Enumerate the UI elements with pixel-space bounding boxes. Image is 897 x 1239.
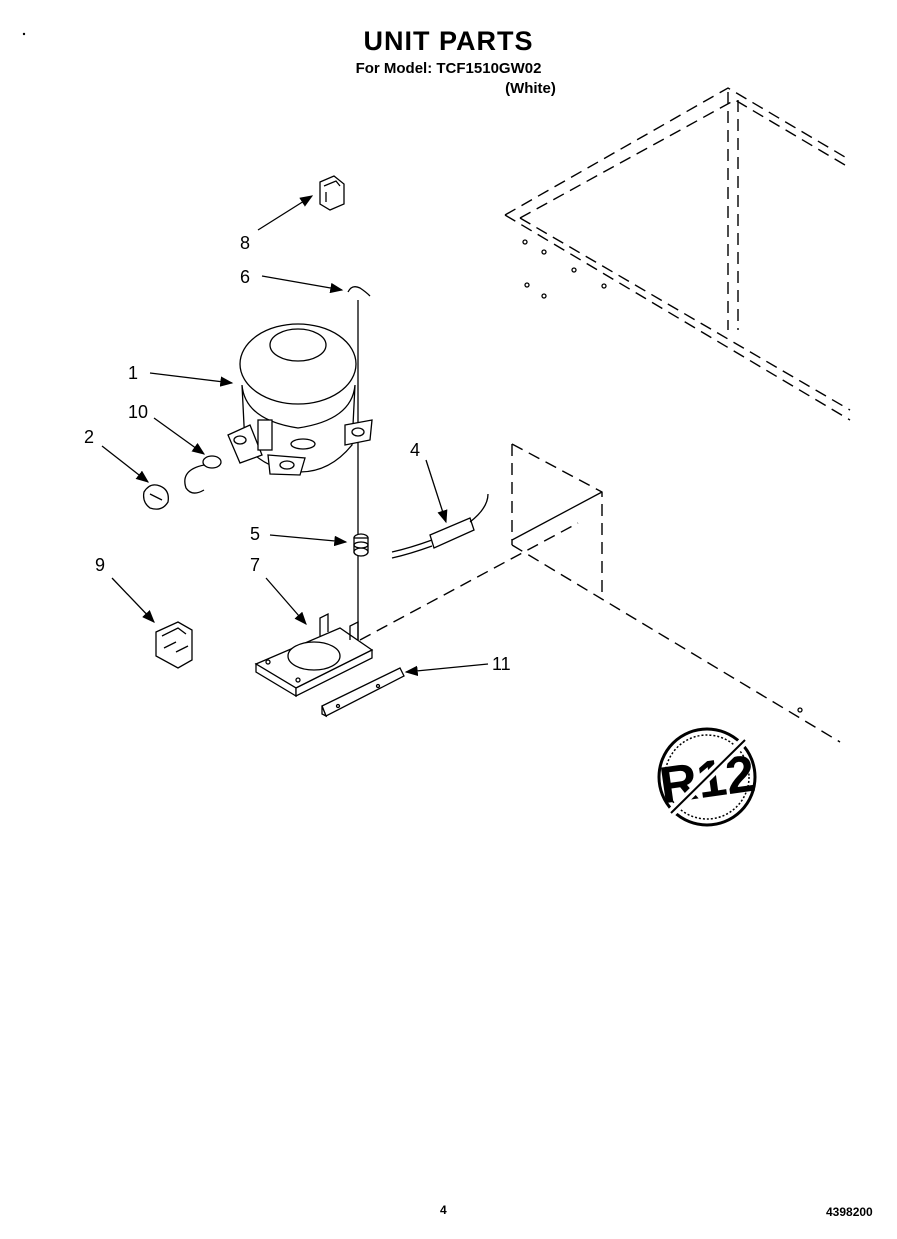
callout-9: 9 [95,555,105,575]
callout-4: 4 [410,440,420,460]
part-2-terminal-cover [142,484,169,510]
callout-8: 8 [240,233,250,253]
callout-11: 11 [492,654,511,674]
corner-dot [22,32,26,36]
callout-10: 10 [128,402,148,422]
callout-1: 1 [128,363,138,383]
document-number: 4398200 [826,1205,873,1219]
part-9-clip [155,621,193,669]
part-1-compressor [227,323,373,476]
part-11-bracket [321,667,405,718]
callout-6: 6 [240,267,250,287]
cabinet-outline-lower [359,443,841,743]
color-line: (White) [505,80,556,97]
leader-lines [101,195,489,677]
callout-2: 2 [84,427,94,447]
cabinet-outline-upper [504,87,851,421]
page-number: 4 [440,1203,447,1217]
part-7-base-plate [254,612,374,698]
r12-prohibited-badge: R12 [656,727,759,827]
callout-5: 5 [250,524,260,544]
callout-7: 7 [250,555,260,575]
part-10-overload [184,455,222,494]
part-6-clip [347,286,371,640]
page-title: UNIT PARTS [363,26,534,56]
part-8-relay [319,175,345,211]
part-4-drier [391,493,489,559]
part-5-grommet [353,533,369,557]
model-line: For Model: TCF1510GW02 [355,60,542,77]
